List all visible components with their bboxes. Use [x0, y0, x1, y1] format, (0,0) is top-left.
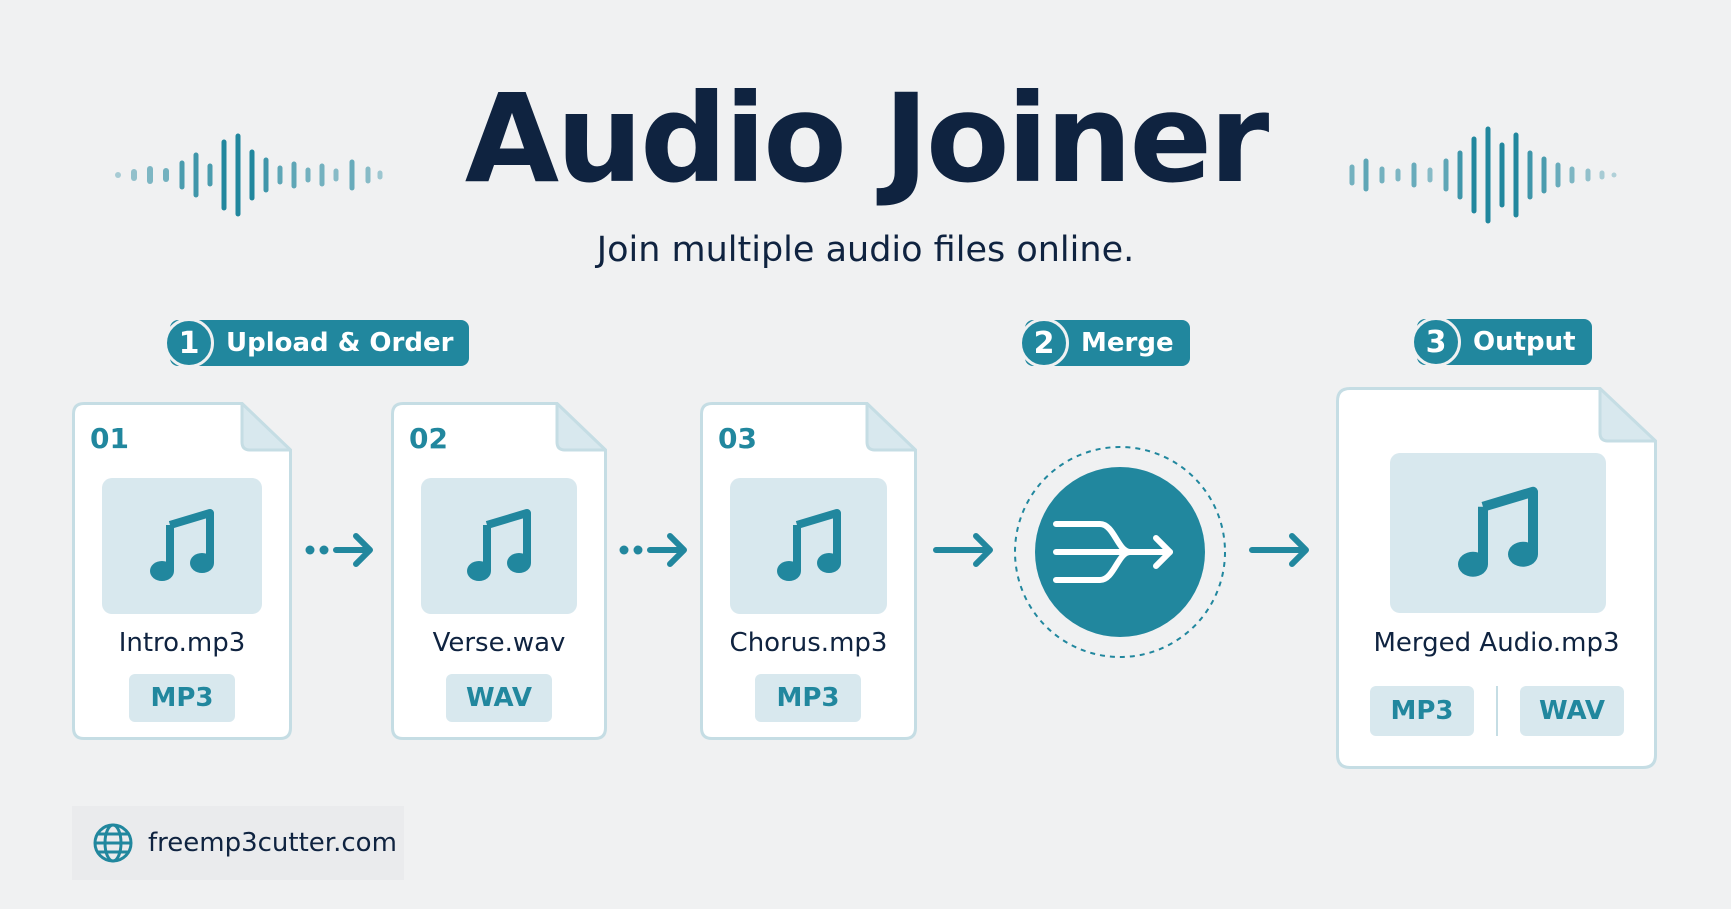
format-badge: WAV	[1520, 686, 1624, 736]
music-note-icon	[150, 509, 214, 581]
file-name: Chorus.mp3	[729, 628, 888, 658]
input-file-card: 01 Intro.mp3 MP3	[72, 402, 292, 740]
step-number: 2	[1019, 318, 1069, 368]
step-badge-output: 3 Output	[1411, 317, 1592, 367]
input-file-card: 02 Verse.wav WAV	[391, 402, 607, 740]
step-number: 3	[1411, 317, 1461, 367]
globe-icon	[93, 823, 133, 863]
dotted-arrow-icon	[619, 533, 687, 567]
music-note-icon	[1458, 486, 1538, 577]
file-artwork	[1390, 453, 1606, 613]
file-index: 01	[90, 422, 129, 455]
step-badge-merge: 2 Merge	[1019, 318, 1190, 368]
step-badge-upload: 1 Upload & Order	[164, 318, 470, 368]
file-name: Verse.wav	[432, 628, 566, 658]
step-label: Output	[1473, 327, 1576, 357]
format-badge: MP3	[129, 674, 235, 722]
sound-wave-right-icon	[1349, 126, 1617, 224]
step-label: Merge	[1081, 328, 1174, 358]
arrow-right-icon	[1249, 533, 1309, 567]
page-subtitle: Join multiple audio files online.	[596, 230, 1135, 270]
music-note-icon	[776, 509, 841, 581]
file-index: 02	[409, 422, 448, 455]
site-footer: freemp3cutter.com	[72, 806, 404, 880]
step-number: 1	[164, 318, 214, 368]
file-index: 03	[718, 422, 757, 455]
dotted-arrow-icon	[305, 533, 373, 567]
format-badge: WAV	[446, 674, 552, 722]
site-url[interactable]: freemp3cutter.com	[148, 828, 397, 858]
file-name: Intro.mp3	[118, 628, 246, 658]
arrow-right-icon	[933, 533, 993, 567]
step-label: Upload & Order	[226, 328, 454, 358]
format-divider	[1496, 686, 1498, 736]
file-artwork	[730, 478, 887, 614]
file-artwork	[421, 478, 577, 614]
file-artwork	[102, 478, 262, 614]
file-name: Merged Audio.mp3	[1373, 628, 1620, 658]
format-badge: MP3	[1370, 686, 1474, 736]
music-note-icon	[467, 509, 531, 581]
format-badge: MP3	[755, 674, 861, 722]
sound-wave-left-icon	[115, 133, 383, 217]
input-file-card: 03 Chorus.mp3 MP3	[700, 402, 917, 740]
merge-arrows-icon	[1014, 446, 1226, 658]
page-title: Audio Joiner	[464, 68, 1270, 210]
output-file-card: Merged Audio.mp3 MP3 WAV	[1336, 387, 1657, 769]
